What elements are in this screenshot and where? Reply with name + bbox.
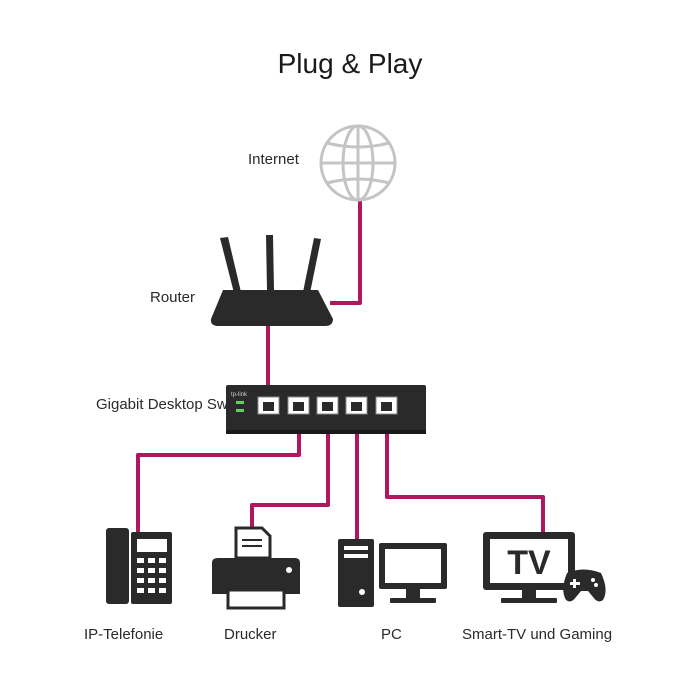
- led-status: [236, 409, 244, 412]
- tv-screen-text: TV: [507, 544, 551, 582]
- smart-tv-icon: TV: [483, 532, 575, 603]
- pc-icon: [338, 539, 447, 607]
- cable-switch-tv: [385, 414, 545, 532]
- internet-label: Internet: [248, 151, 299, 168]
- cable-internet-router: [330, 198, 362, 305]
- router-icon: [210, 235, 333, 326]
- cables: [136, 198, 545, 540]
- pc-label: PC: [381, 626, 402, 643]
- cable-switch-printer: [250, 414, 330, 528]
- ip-phone-label: IP-Telefonie: [84, 626, 164, 643]
- switch-icon: tp-link: [226, 385, 426, 434]
- led-power: [236, 401, 244, 404]
- diagram-title: Plug & Play: [277, 48, 423, 79]
- smart-tv-gaming-label: Smart-TV und Gaming: [462, 626, 613, 643]
- printer-icon: [212, 526, 300, 610]
- cable-switch-phone: [136, 414, 301, 534]
- printer-label: Drucker: [224, 626, 277, 643]
- globe-icon: [319, 124, 397, 202]
- switch-label: Gigabit Desktop Switch: [96, 396, 252, 413]
- switch-brand-text: tp-link: [231, 392, 248, 398]
- router-label: Router: [150, 289, 196, 306]
- ip-phone-icon: [106, 528, 172, 604]
- gamepad-icon: [563, 569, 606, 602]
